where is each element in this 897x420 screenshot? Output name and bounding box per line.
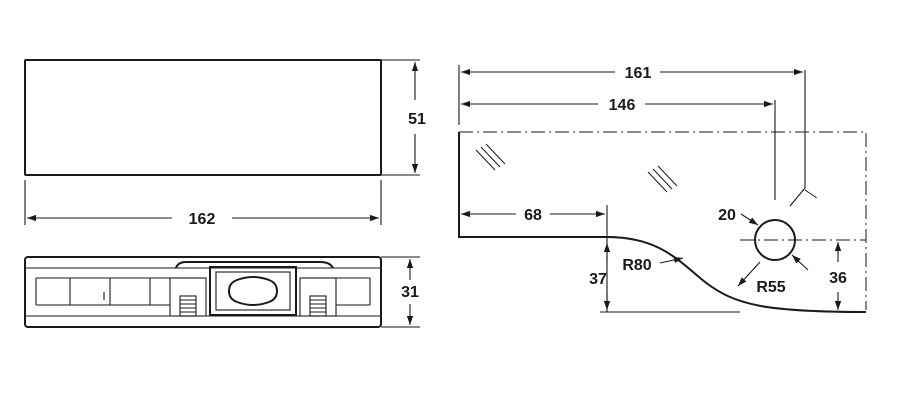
side-view: 31 [24,256,420,328]
right-screw-block [299,277,337,317]
dim-label-r80: R80 [622,257,651,274]
dim-label-146: 146 [609,97,636,114]
top-view-outline [24,59,382,176]
dim-label-37: 37 [589,271,607,288]
profile-view: 161 146 68 20 R80 R55 37 36 [458,65,867,313]
clamp-slot [227,276,279,306]
dim-label-162: 162 [189,211,216,228]
fitting-profile [458,132,867,313]
dim-label-161: 161 [625,65,652,82]
dim-label-68: 68 [524,207,542,224]
dim-label-36: 36 [829,270,847,287]
clamp-window [209,266,297,316]
dim-label-r55: R55 [756,279,785,296]
dim-label-31: 31 [401,284,419,301]
left-screw-block [169,277,207,317]
dim-label-51: 51 [408,111,426,128]
clamp-body [175,261,334,269]
top-view: 162 51 [24,59,426,228]
side-view-outline [24,256,382,328]
dim-label-20: 20 [718,207,736,224]
